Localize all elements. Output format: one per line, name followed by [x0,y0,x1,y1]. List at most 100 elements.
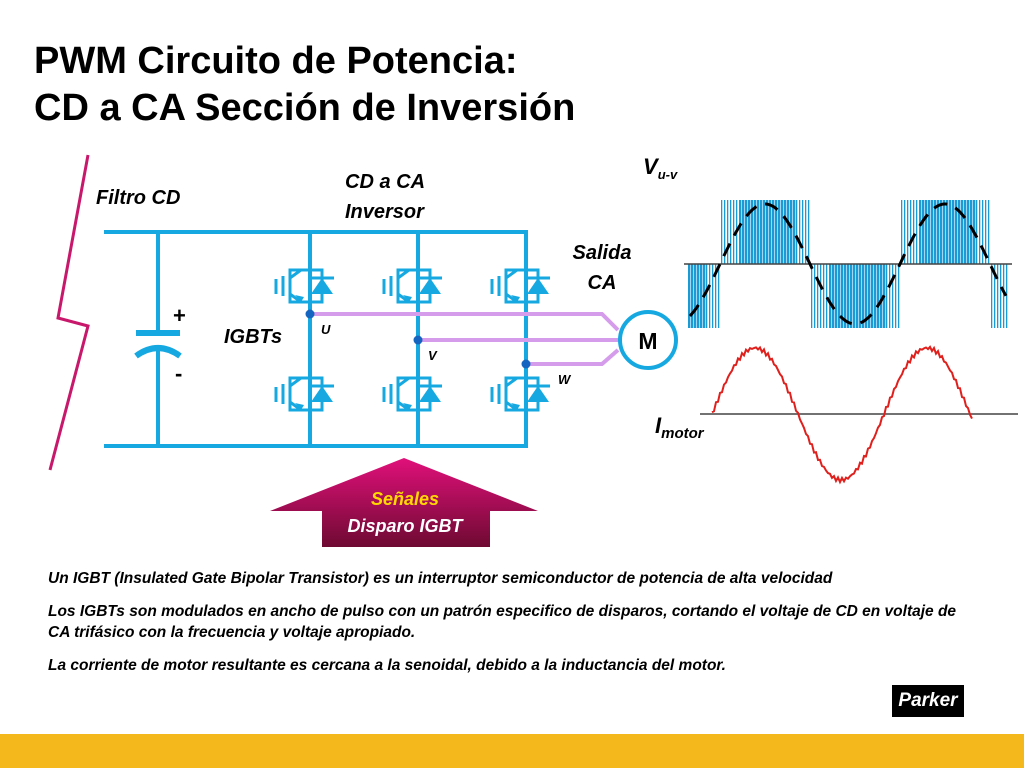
pwm-pulse [844,264,847,328]
motor-icon [618,310,678,370]
pwm-pulse [892,264,894,328]
up-arrow-icon [270,458,538,547]
title-line-2: CD a CA Sección de Inversión [34,87,576,129]
pwm-pulse [949,200,952,264]
pwm-pulse [856,264,859,328]
pwm-pulse [811,264,813,328]
pwm-pulse [787,200,790,264]
page-title: PWM Circuito de Potencia: CD a CA Secció… [34,38,575,132]
pwm-pulse [901,200,903,264]
pwm-pulse [913,200,915,264]
pwm-pulse [1003,264,1005,328]
pwm-pulse [922,200,925,264]
pwm-pulse [742,200,745,264]
pwm-pulse [784,200,787,264]
pwm-pulse [961,200,964,264]
pwm-pulse [865,264,868,328]
pwm-pulse [688,264,691,328]
igbt-v-upper [382,254,444,318]
vuv-label: Vu-v [643,154,678,182]
pwm-pulse [895,264,897,328]
bullet-3: La corriente de motor resultante es cerc… [48,657,726,674]
pwm-pulse [877,264,880,328]
pwm-pulse [739,200,742,264]
pwm-pulse [988,200,990,264]
igbt-u-upper [274,254,336,318]
pwm-pulse [859,264,862,328]
inverter-label-2: Inversor [345,201,425,223]
phase-v-label: V [428,348,438,363]
igbt-u-lower [274,362,336,426]
pwm-pulse [835,264,838,328]
pwm-pulse [919,200,922,264]
pwm-pulse [847,264,850,328]
pwm-pulse [952,200,955,264]
pwm-pulse [898,264,900,328]
pwm-pulse [862,264,865,328]
pwm-pulse [745,200,748,264]
pwm-pulse [829,264,832,328]
pwm-pulse [802,200,804,264]
pwm-pulse [724,200,726,264]
pwm-pulse [868,264,871,328]
pwm-pulse [934,200,937,264]
pwm-pulse [958,200,961,264]
pwm-pulse [907,200,909,264]
pwm-pulse [946,200,949,264]
pwm-pulse [700,264,703,328]
pwm-pulse [691,264,694,328]
signals-label-1: Señales [371,489,439,509]
pwm-pulse [850,264,853,328]
title-line-1: PWM Circuito de Potencia: [34,40,518,82]
pwm-pulse [733,200,735,264]
pwm-pulse [940,200,943,264]
pwm-pulse [778,200,781,264]
pwm-pulse [955,200,958,264]
pwm-pulse [928,200,931,264]
pwm-pulse [916,200,918,264]
igbt-v-lower [382,362,444,426]
pwm-pulse [805,200,807,264]
pwm-pulse [814,264,816,328]
pwm-pulse [823,264,825,328]
parker-logo: Parker [892,685,964,717]
pwm-pulse [793,200,796,264]
pwm-pulse [880,264,883,328]
imotor-label-sub: motor [661,425,705,442]
pwm-pulse [853,264,856,328]
pwm-pulse [769,200,772,264]
pwm-pulse [985,200,987,264]
pwm-pulse [931,200,934,264]
motor-label: M [638,328,657,354]
pwm-pulse [937,200,940,264]
phase-w-label: W [558,372,572,387]
description-text: Un IGBT (Insulated Gate Bipolar Transist… [48,568,968,688]
pwm-pulse [709,264,711,328]
pwm-pulse [925,200,928,264]
pwm-pulse [706,264,708,328]
igbt-w-upper [490,254,552,318]
phase-u-label: U [321,322,331,337]
pwm-pulse [904,200,906,264]
signals-label-2: Disparo IGBT [347,516,464,536]
pwm-pulse [697,264,700,328]
pwm-pulse [763,200,766,264]
pwm-pulse [775,200,778,264]
output-label-1: Salida [573,242,632,264]
pwm-pulse [964,200,967,264]
minus-sign: - [175,361,182,386]
pwm-pulse [796,200,798,264]
pwm-pulse [943,200,946,264]
pwm-pulse [790,200,793,264]
output-label-2: CA [588,272,617,294]
pwm-pulse [889,264,891,328]
pwm-pulse [751,200,754,264]
pwm-pulse [832,264,835,328]
pwm-pulse [808,200,810,264]
pwm-pulse [730,200,732,264]
footer-bar [0,734,1024,768]
pwm-pulse [871,264,874,328]
pwm-pulse [970,200,973,264]
phase-w-line [526,348,620,366]
capacitor-icon [134,232,182,446]
